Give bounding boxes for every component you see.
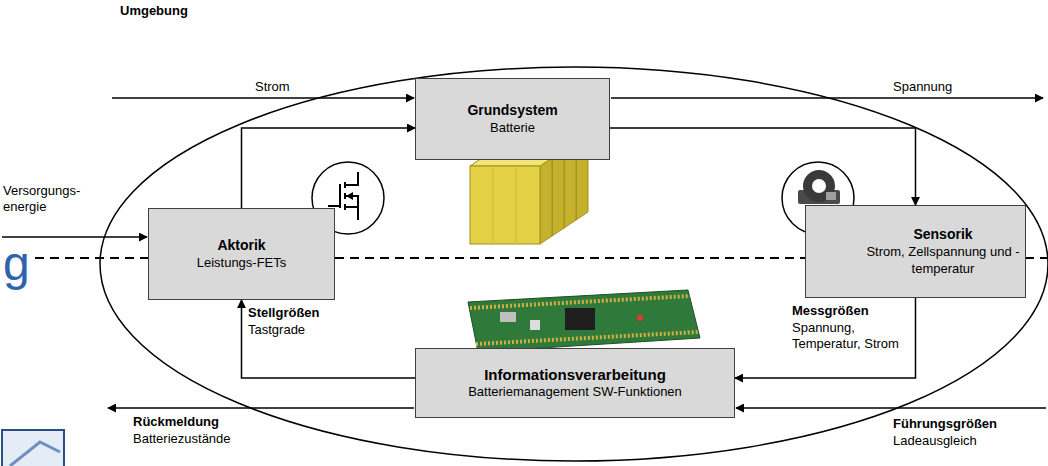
feedback-arrow	[108, 407, 414, 409]
system-boundary	[100, 67, 1048, 461]
title-fragment: g	[3, 240, 30, 288]
box-heading: Grundsystem	[467, 102, 557, 119]
pin-header	[476, 332, 698, 344]
controller-board	[468, 290, 700, 352]
board-led	[637, 315, 643, 321]
board-button	[530, 320, 540, 330]
battery-cell-side	[540, 158, 552, 244]
mosfet-gate	[339, 184, 341, 208]
mosfet-source	[345, 207, 358, 220]
box-body: Strom, Zellspannung und -temperatur	[866, 243, 1020, 277]
box-body: Batterie	[490, 119, 535, 136]
box-body: Leistungs-FETs	[197, 254, 287, 271]
battery-stripe	[516, 168, 517, 242]
signal-name: Spannung	[893, 79, 952, 95]
signal-name: Ladeausgleich	[893, 433, 977, 449]
flow-arrow	[735, 298, 916, 378]
signal-name: Versorgungs- energie	[3, 183, 95, 215]
signal-name: Batteriezustände	[133, 431, 231, 447]
battery-stripe	[493, 168, 494, 242]
signal-name: Strom	[255, 79, 290, 95]
signal-group-heading: Messgrößen	[792, 303, 904, 319]
box-heading: Sensorik	[913, 226, 972, 243]
reference-arrow	[736, 407, 1046, 409]
mosfet-drain	[345, 172, 358, 185]
mosfet-gate-lead	[328, 205, 340, 207]
signal-group-heading: Führungsgrößen	[893, 416, 997, 432]
usb-connector	[500, 312, 516, 322]
box-heading: Aktorik	[217, 237, 265, 254]
signal-name: Tastgrade	[248, 322, 305, 338]
microcontroller-chip	[565, 308, 595, 330]
signal-name: Spannung, Temperatur, Strom	[792, 320, 904, 352]
pin-header	[470, 296, 690, 308]
input-arrow	[112, 97, 414, 99]
output-arrow	[611, 97, 1043, 99]
environment-label: Umgebung	[120, 3, 188, 19]
battery-cell	[470, 166, 540, 244]
flow-arrow	[242, 300, 416, 378]
thumbnail-detail	[10, 442, 60, 466]
box-body: Batteriemanagement SW-Funktionen	[468, 383, 682, 400]
signal-group-heading: Rückmeldung	[133, 414, 219, 430]
battery-cell-side	[552, 150, 564, 236]
slide-thumbnail	[2, 430, 64, 466]
current-sensor-ring	[803, 170, 835, 202]
process-box: SensorikStrom, Zellspannung und -tempera…	[805, 205, 1026, 298]
box-heading: Informationsverarbeitung	[484, 366, 666, 383]
sensor-aperture	[812, 179, 826, 193]
sensor-sticker	[826, 192, 836, 200]
flow-arrow	[610, 128, 916, 205]
process-box: GrundsystemBatterie	[415, 78, 610, 160]
mosfet-arrow	[346, 192, 353, 200]
supply-arrow	[2, 236, 147, 238]
process-box: InformationsverarbeitungBatteriemanageme…	[415, 348, 735, 418]
flow-arrow	[242, 128, 416, 208]
process-box: AktorikLeistungs-FETs	[148, 208, 335, 300]
signal-group-heading: Stellgrößen	[248, 305, 320, 321]
